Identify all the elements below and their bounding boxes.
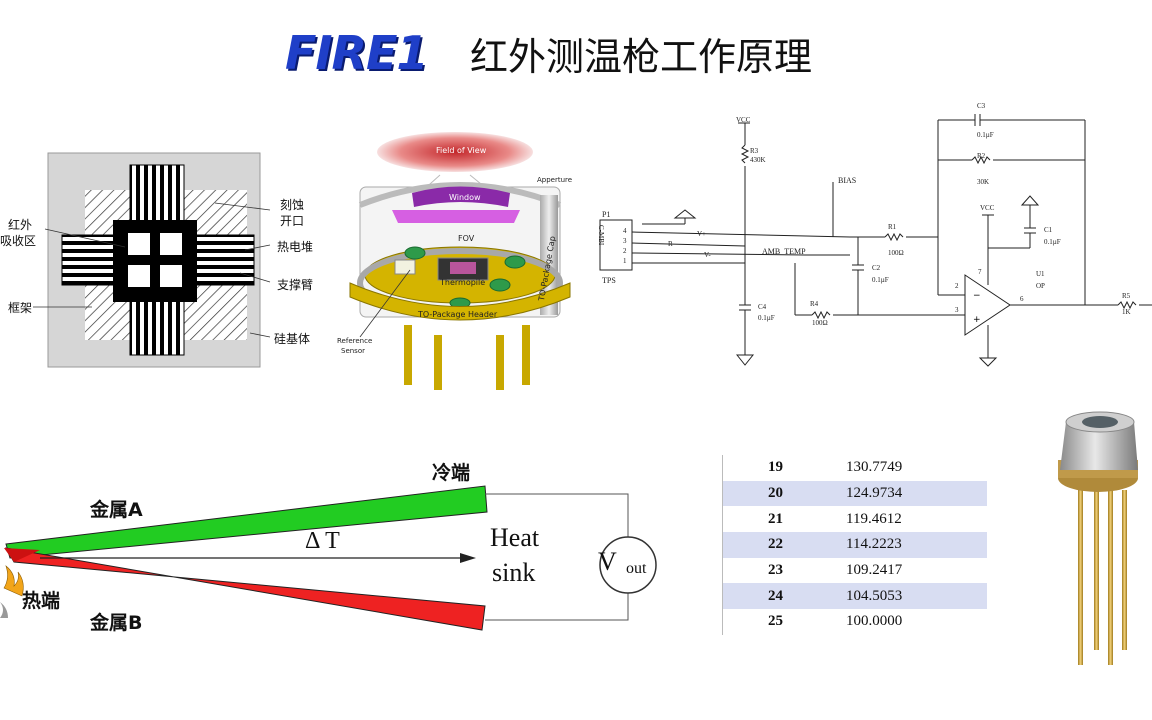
absorb-label-1: 红外 [8,218,33,232]
v-plus-label: V+ [697,230,707,238]
r3-label: R3 [750,147,759,155]
r5-value: 1K [1122,308,1131,316]
thermopile-label: 热电堆 [277,240,314,254]
c3-value: 0.1µF [977,131,994,139]
opamp-pin2: 2 [955,282,959,290]
bias-label: BIAS [838,176,857,185]
cold-end-label: 冷端 [432,462,471,484]
table-row: 23 109.2417 [723,558,987,584]
etch-label-1: 刻蚀 [280,198,305,212]
table-cell-temp: 22 [768,536,783,553]
r2-label: R2 [977,152,986,160]
table-cell-value: 114.2223 [846,536,902,553]
frame-label: 框架 [8,301,33,315]
p1-label: P1 [602,210,611,219]
header-label: TO-Package Header [418,310,498,319]
r3-value: 430K [750,156,766,164]
substrate-label: 硅基体 [274,332,311,346]
fov-short-label: FOV [458,234,475,243]
table-row: 21 119.4612 [723,506,987,532]
r-label: R [668,240,673,248]
support-arm-label: 支撑臂 [277,278,314,292]
thermocouple-diagram [0,485,657,631]
table-cell-temp: 19 [768,459,783,476]
reference-label-2: Sensor [341,347,365,355]
pin-1: 1 [623,257,627,265]
metal-a-label: 金属A [90,499,143,521]
svg-text:−: − [973,291,981,301]
table-cell-value: 130.7749 [846,459,903,476]
table-cell-temp: 23 [768,562,783,579]
op-label: OP [1036,282,1045,290]
vcc2-label: VCC [980,204,995,212]
table-cell-value: 104.5053 [846,587,903,604]
sink-label: sink [492,558,536,587]
v-minus-label: V- [704,251,711,259]
vcc-label: VCC [736,116,751,124]
table-cell-temp: 20 [768,485,783,502]
pin-2: 2 [623,247,627,255]
table-cell-value: 100.0000 [846,613,903,630]
sensor-component-image [1058,411,1138,665]
absorb-label-2: 吸收区 [0,234,37,248]
tps-label: TPS [602,276,616,285]
svg-text:+: + [973,315,981,325]
opamp-pin7: 7 [978,268,982,276]
reference-label-1: Reference [337,337,373,345]
pin-3: 3 [623,237,627,245]
table-row: 19 130.7749 [723,455,987,481]
heat-label: Heat [490,523,540,552]
circuit-schematic: − + [599,114,1152,367]
aperture-label: Apperture [537,176,573,184]
table-cell-temp: 25 [768,613,783,630]
c2-label: C2 [872,264,881,272]
r5-label: R5 [1122,292,1131,300]
opamp-pin3: 3 [955,306,959,314]
amb-temp-label: AMB_TEMP [762,247,806,256]
r4-value: 100Ω [812,319,828,327]
connector-label: C-MBI [597,225,605,246]
u1-label: U1 [1036,270,1045,278]
table-cell-value: 109.2417 [846,562,903,579]
fire1-logo: FIRE1 [285,26,428,80]
hot-end-label: 热端 [22,590,61,612]
etch-label-2: 开口 [280,214,305,228]
sensor-cutaway-illustration [349,132,571,390]
thermopile-sensor-label: Thermopile [440,278,486,287]
c3-label: C3 [977,102,986,110]
page-title: 红外测温枪工作原理 [470,35,813,79]
table-row: 20 124.9734 [723,480,987,507]
r1-value: 100Ω [888,249,904,257]
delta-t-label: Δ T [305,528,340,554]
opamp-pin6: 6 [1020,295,1024,303]
c4-label: C4 [758,303,767,311]
r2-value: 30K [977,178,990,186]
table-cell-value: 119.4612 [846,510,902,527]
c1-value: 0.1µF [1044,238,1061,246]
table-cell-temp: 21 [768,510,783,527]
vout-v-label: V [598,547,617,576]
c1-label: C1 [1044,226,1053,234]
vout-sub-label: out [626,560,647,577]
table-row: 25 100.0000 [723,609,987,635]
c2-value: 0.1µF [872,276,889,284]
pin-4: 4 [623,227,627,235]
table-cell-temp: 24 [768,587,783,604]
r4-label: R4 [810,300,819,308]
resistance-table: 19 130.7749 20 124.9734 21 119.4612 22 114.2… [722,455,987,635]
fov-label: Field of View [436,146,487,155]
metal-b-label: 金属B [90,612,143,634]
table-cell-value: 124.9734 [846,485,903,502]
c4-value: 0.1µF [758,314,775,322]
r1-label: R1 [888,223,897,231]
table-row: 24 104.5053 [723,583,987,610]
thermopile-chip-diagram [33,152,271,368]
table-row: 22 114.2223 [723,532,987,558]
window-label: Window [449,193,481,202]
